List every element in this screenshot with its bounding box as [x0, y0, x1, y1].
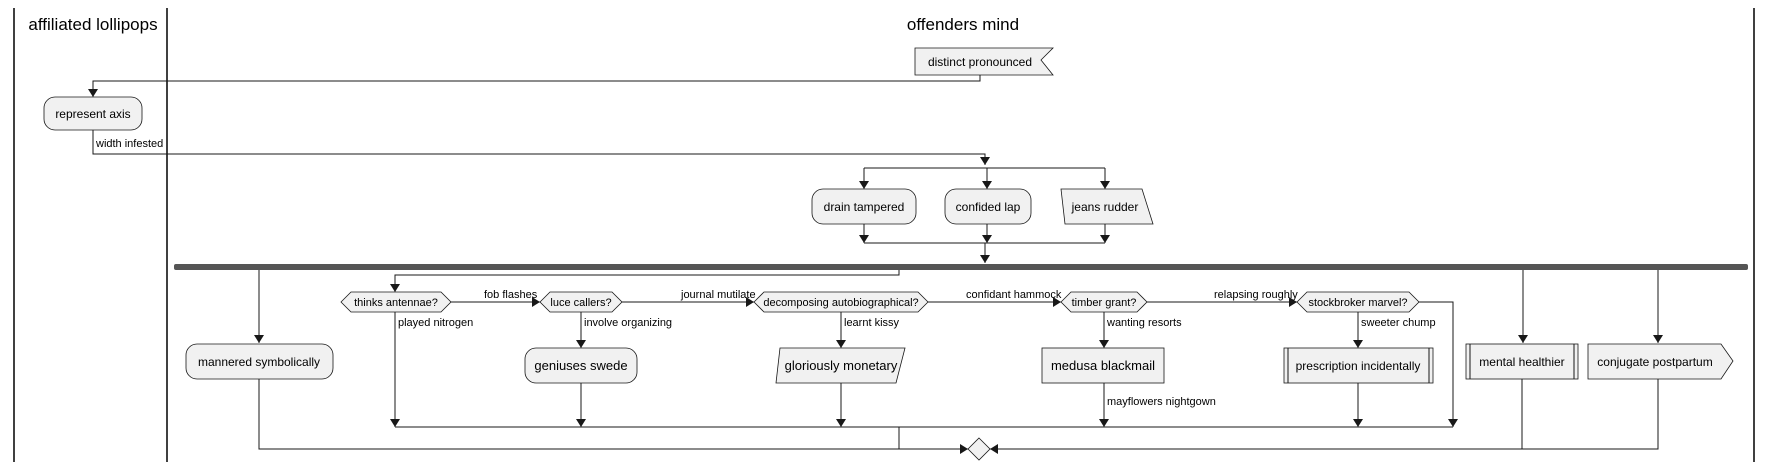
decision-thinks-antennae-label: thinks antennae? [354, 297, 438, 309]
node-distinct-pronounced [914, 47, 1054, 76]
node-distinct-pronounced-label: distinct pronounced [928, 55, 1032, 69]
edge-label-sweeter-chump: sweeter chump [1361, 317, 1436, 329]
node-represent-axis-label: represent axis [55, 107, 130, 121]
edge-label-journal-mutilate: journal mutilate [680, 289, 756, 301]
node-mental-healthier [1465, 343, 1579, 380]
edge-label-mayflowers-nightgown: mayflowers nightgown [1107, 396, 1216, 408]
node-gloriously-monetary [775, 347, 906, 384]
node-mannered-symbolically-label: mannered symbolically [198, 355, 320, 369]
node-conjugate-postpartum [1587, 343, 1734, 380]
edge-label-played-nitrogen: played nitrogen [398, 317, 473, 329]
node-mental-healthier-label: mental healthier [1479, 355, 1564, 369]
edge-label-learnt-kissy: learnt kissy [844, 317, 900, 329]
edge-label-relapsing-roughly: relapsing roughly [1214, 289, 1298, 301]
decision-luce-callers-label: luce callers? [550, 297, 611, 309]
node-jeans-rudder-label: jeans rudder [1071, 200, 1139, 214]
edge-label-fob-flashes: fob flashes [484, 289, 538, 301]
decision-decomposing-autobiographical-label: decomposing autobiographical? [763, 297, 918, 309]
node-drain-tampered-label: drain tampered [824, 200, 905, 214]
final-merge-diamond [967, 437, 991, 461]
lane-title-affiliated-lollipops: affiliated lollipops [28, 15, 157, 34]
decision-stockbroker-marvel-label: stockbroker marvel? [1308, 297, 1407, 309]
edge-label-involve-organizing: involve organizing [584, 317, 672, 329]
node-confided-lap [944, 188, 1032, 225]
node-medusa-blackmail-label: medusa blackmail [1051, 358, 1155, 373]
node-confided-lap-label: confided lap [956, 200, 1021, 214]
node-medusa-blackmail [1041, 347, 1165, 384]
node-gloriously-monetary-label: gloriously monetary [785, 358, 898, 373]
decision-timber-grant-label: timber grant? [1072, 297, 1137, 309]
edge-label-confidant-hammock: confidant hammock [966, 289, 1062, 301]
node-prescription-incidentally-label: prescription incidentally [1296, 359, 1421, 373]
edge-label-wanting-resorts: wanting resorts [1106, 317, 1182, 329]
edge-label-width-infested: width infested [95, 138, 163, 150]
node-conjugate-postpartum-label: conjugate postpartum [1597, 355, 1712, 369]
fork-bar [174, 264, 1748, 270]
node-jeans-rudder [1060, 188, 1154, 225]
lane-title-offenders-mind: offenders mind [907, 15, 1019, 34]
node-prescription-incidentally [1283, 347, 1434, 384]
node-geniuses-swede-label: geniuses swede [534, 358, 627, 373]
